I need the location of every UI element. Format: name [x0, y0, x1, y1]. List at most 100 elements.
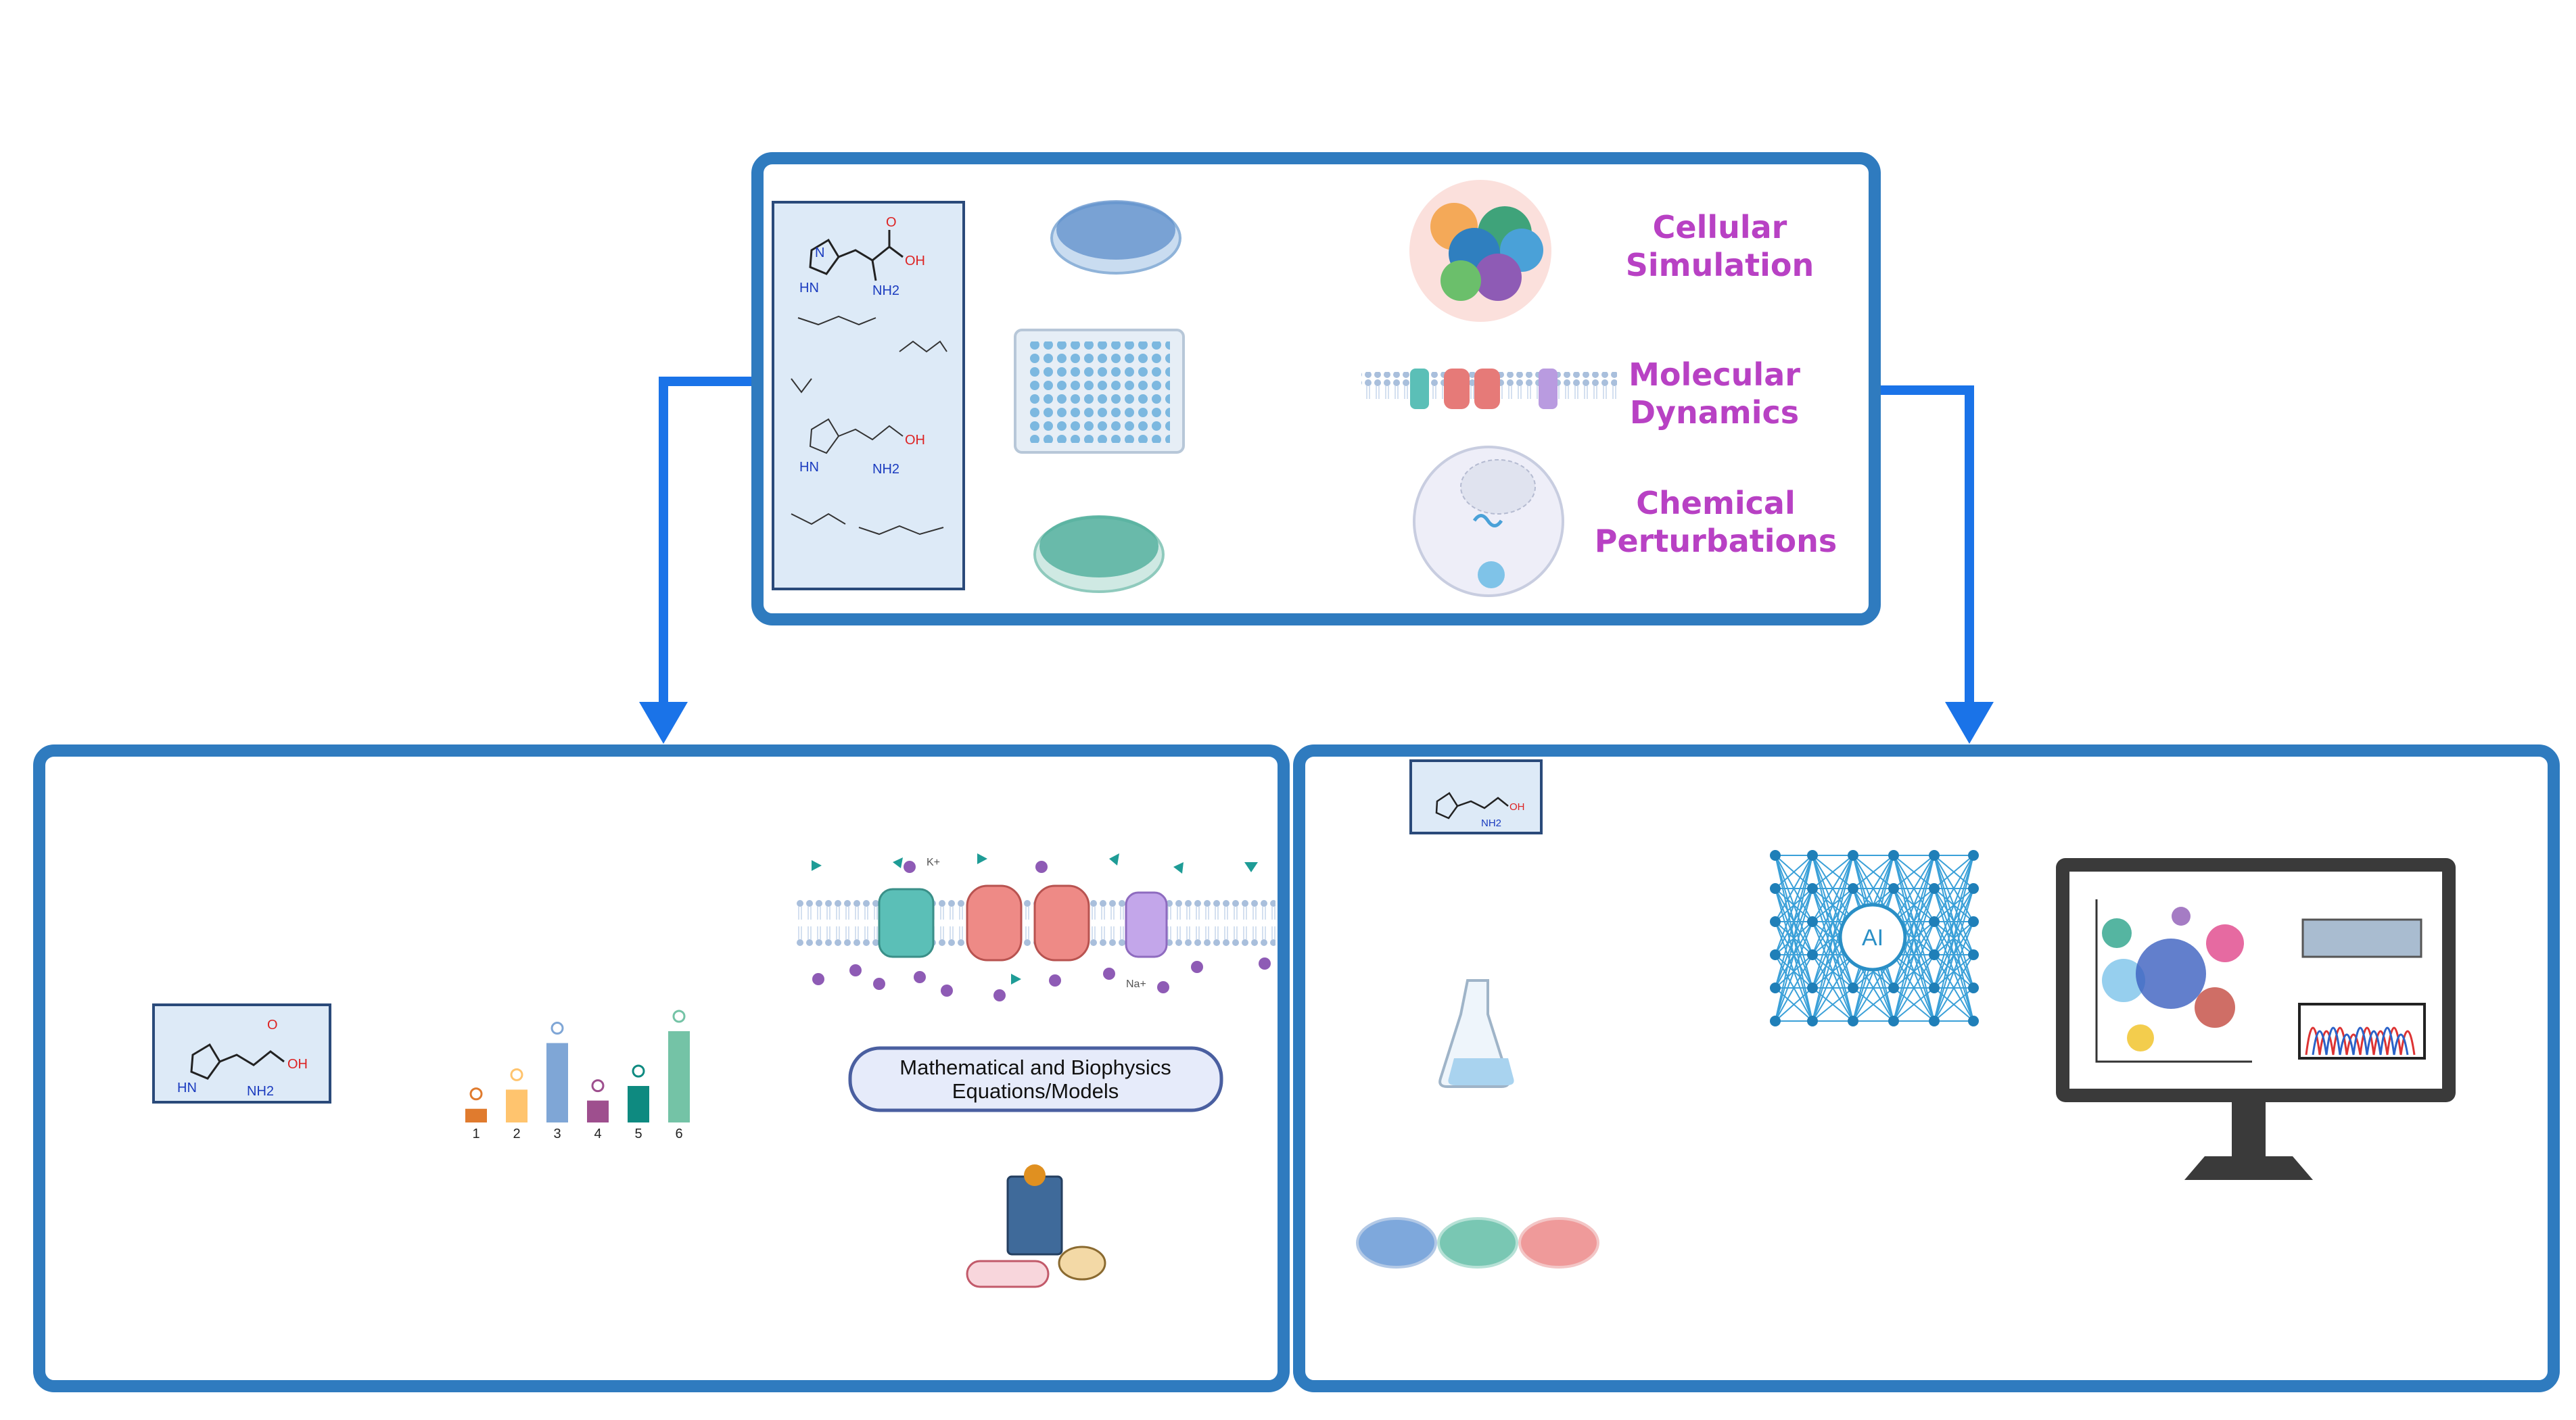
label-cellular-simulation: Cellular Simulation — [1626, 209, 1814, 283]
nn-edge — [1893, 987, 1935, 1022]
label-line: Dynamics — [1630, 394, 1799, 431]
gpcr-receptor-icon — [966, 1164, 1106, 1288]
nn-edge — [1812, 855, 1854, 955]
nn-node — [1848, 1016, 1858, 1026]
nn-edge — [1812, 954, 1854, 1022]
nn-edge — [1893, 855, 1935, 989]
bar-label: 5 — [634, 1127, 642, 1141]
nn-edge — [1812, 855, 1854, 1022]
flask-icon — [1438, 979, 1514, 1088]
bar — [465, 1108, 487, 1122]
nn-edge — [1812, 987, 1854, 1022]
ai-node: AI — [1838, 903, 1907, 972]
nn-edge — [1893, 855, 1935, 889]
bar — [668, 1031, 690, 1122]
nn-node — [1888, 983, 1899, 993]
nn-node — [1807, 949, 1818, 960]
nn-node — [1968, 916, 1979, 927]
nn-node — [1968, 883, 1979, 894]
nn-edge — [1934, 888, 1974, 1022]
math-box-line: Mathematical and Biophysics — [899, 1056, 1171, 1079]
nn-edge — [1893, 855, 1935, 1022]
atom-label: O — [886, 215, 897, 230]
histidine-structure — [809, 230, 904, 281]
molecule-icon — [551, 1022, 564, 1035]
nn-node — [1929, 916, 1940, 927]
umap-scatter — [2102, 907, 2244, 1051]
bar-label: 4 — [594, 1127, 601, 1141]
nn-node — [1848, 983, 1858, 993]
nn-node — [1968, 983, 1979, 993]
label-line: Molecular — [1629, 356, 1800, 393]
nn-edge — [1852, 855, 1894, 889]
nn-edge — [1934, 921, 1974, 1022]
sodium-ion-label: Na+ — [1126, 978, 1146, 990]
petri-dish-blue-icon — [1050, 200, 1181, 275]
nn-node — [1770, 850, 1781, 861]
nn-node — [1929, 949, 1940, 960]
nn-edge — [1812, 888, 1854, 1022]
bar-label: 2 — [513, 1127, 520, 1141]
atom-label: NH2 — [1481, 818, 1501, 829]
nn-edge — [1775, 855, 1813, 989]
nn-edge — [1775, 954, 1813, 1022]
nn-node — [1888, 1016, 1899, 1026]
molecule-box-left: O OH NH2 HN — [152, 1003, 331, 1104]
atom-label: NH2 — [247, 1084, 274, 1099]
potassium-ion-label: K+ — [927, 857, 940, 868]
nn-edge — [1812, 855, 1854, 989]
nn-node — [1848, 850, 1858, 861]
nn-edge — [1775, 855, 1813, 1022]
bar-label: 6 — [675, 1127, 682, 1141]
bar — [506, 1089, 528, 1122]
nn-node — [1807, 1016, 1818, 1026]
nn-edge — [1775, 987, 1813, 1022]
petri-dishes-trio-icon — [1356, 1217, 1599, 1269]
math-models-box: Mathematical and Biophysics Equations/Mo… — [848, 1046, 1223, 1112]
membrane-large-icon: K+ Na+ — [794, 853, 1275, 1001]
membrane-small-icon — [1361, 369, 1617, 409]
nn-edge — [1934, 987, 1974, 1022]
molecule-icon — [632, 1064, 645, 1078]
ai-label: AI — [1862, 925, 1883, 951]
nn-node — [1770, 916, 1781, 927]
nn-node — [1770, 883, 1781, 894]
nn-node — [1929, 1016, 1940, 1026]
label-line: Cellular — [1653, 209, 1787, 245]
nn-edge — [1934, 855, 1974, 922]
label-chemical-perturbations: Chemical Perturbations — [1595, 485, 1837, 559]
nn-edge — [1934, 855, 1974, 1022]
nn-edge — [1775, 855, 1813, 955]
math-box-line: Equations/Models — [952, 1079, 1119, 1103]
nn-edge — [1812, 855, 1854, 922]
atom-label: N — [815, 245, 824, 260]
label-molecular-dynamics: Molecular Dynamics — [1629, 356, 1800, 431]
nn-edge — [1775, 921, 1813, 1022]
arrow-to-right-panel — [1879, 385, 1994, 744]
molecule-box-right: OH NH2 — [1409, 759, 1543, 834]
atom-label: HN — [799, 281, 819, 295]
nn-node — [1770, 983, 1781, 993]
molecule-icon — [469, 1087, 483, 1101]
nn-node — [1968, 850, 1979, 861]
nn-node — [1929, 883, 1940, 894]
nn-node — [1848, 883, 1858, 894]
nn-edge — [1775, 855, 1813, 922]
nn-edge — [1934, 855, 1974, 955]
bar — [587, 1100, 609, 1122]
well-plate-icon — [1014, 329, 1185, 454]
atom-label: OH — [1509, 801, 1525, 813]
atom-label: HN — [799, 460, 819, 475]
molecule-icon — [591, 1079, 605, 1093]
atom-label: NH2 — [872, 283, 899, 298]
nn-node — [1807, 916, 1818, 927]
nn-edge — [1812, 855, 1854, 889]
atom-label: O — [267, 1018, 278, 1033]
nn-edge — [1852, 987, 1894, 1022]
nn-edge — [1775, 888, 1813, 1022]
nn-node — [1929, 850, 1940, 861]
molecule-icon — [510, 1068, 523, 1081]
petri-dish-green-icon — [1033, 515, 1165, 593]
